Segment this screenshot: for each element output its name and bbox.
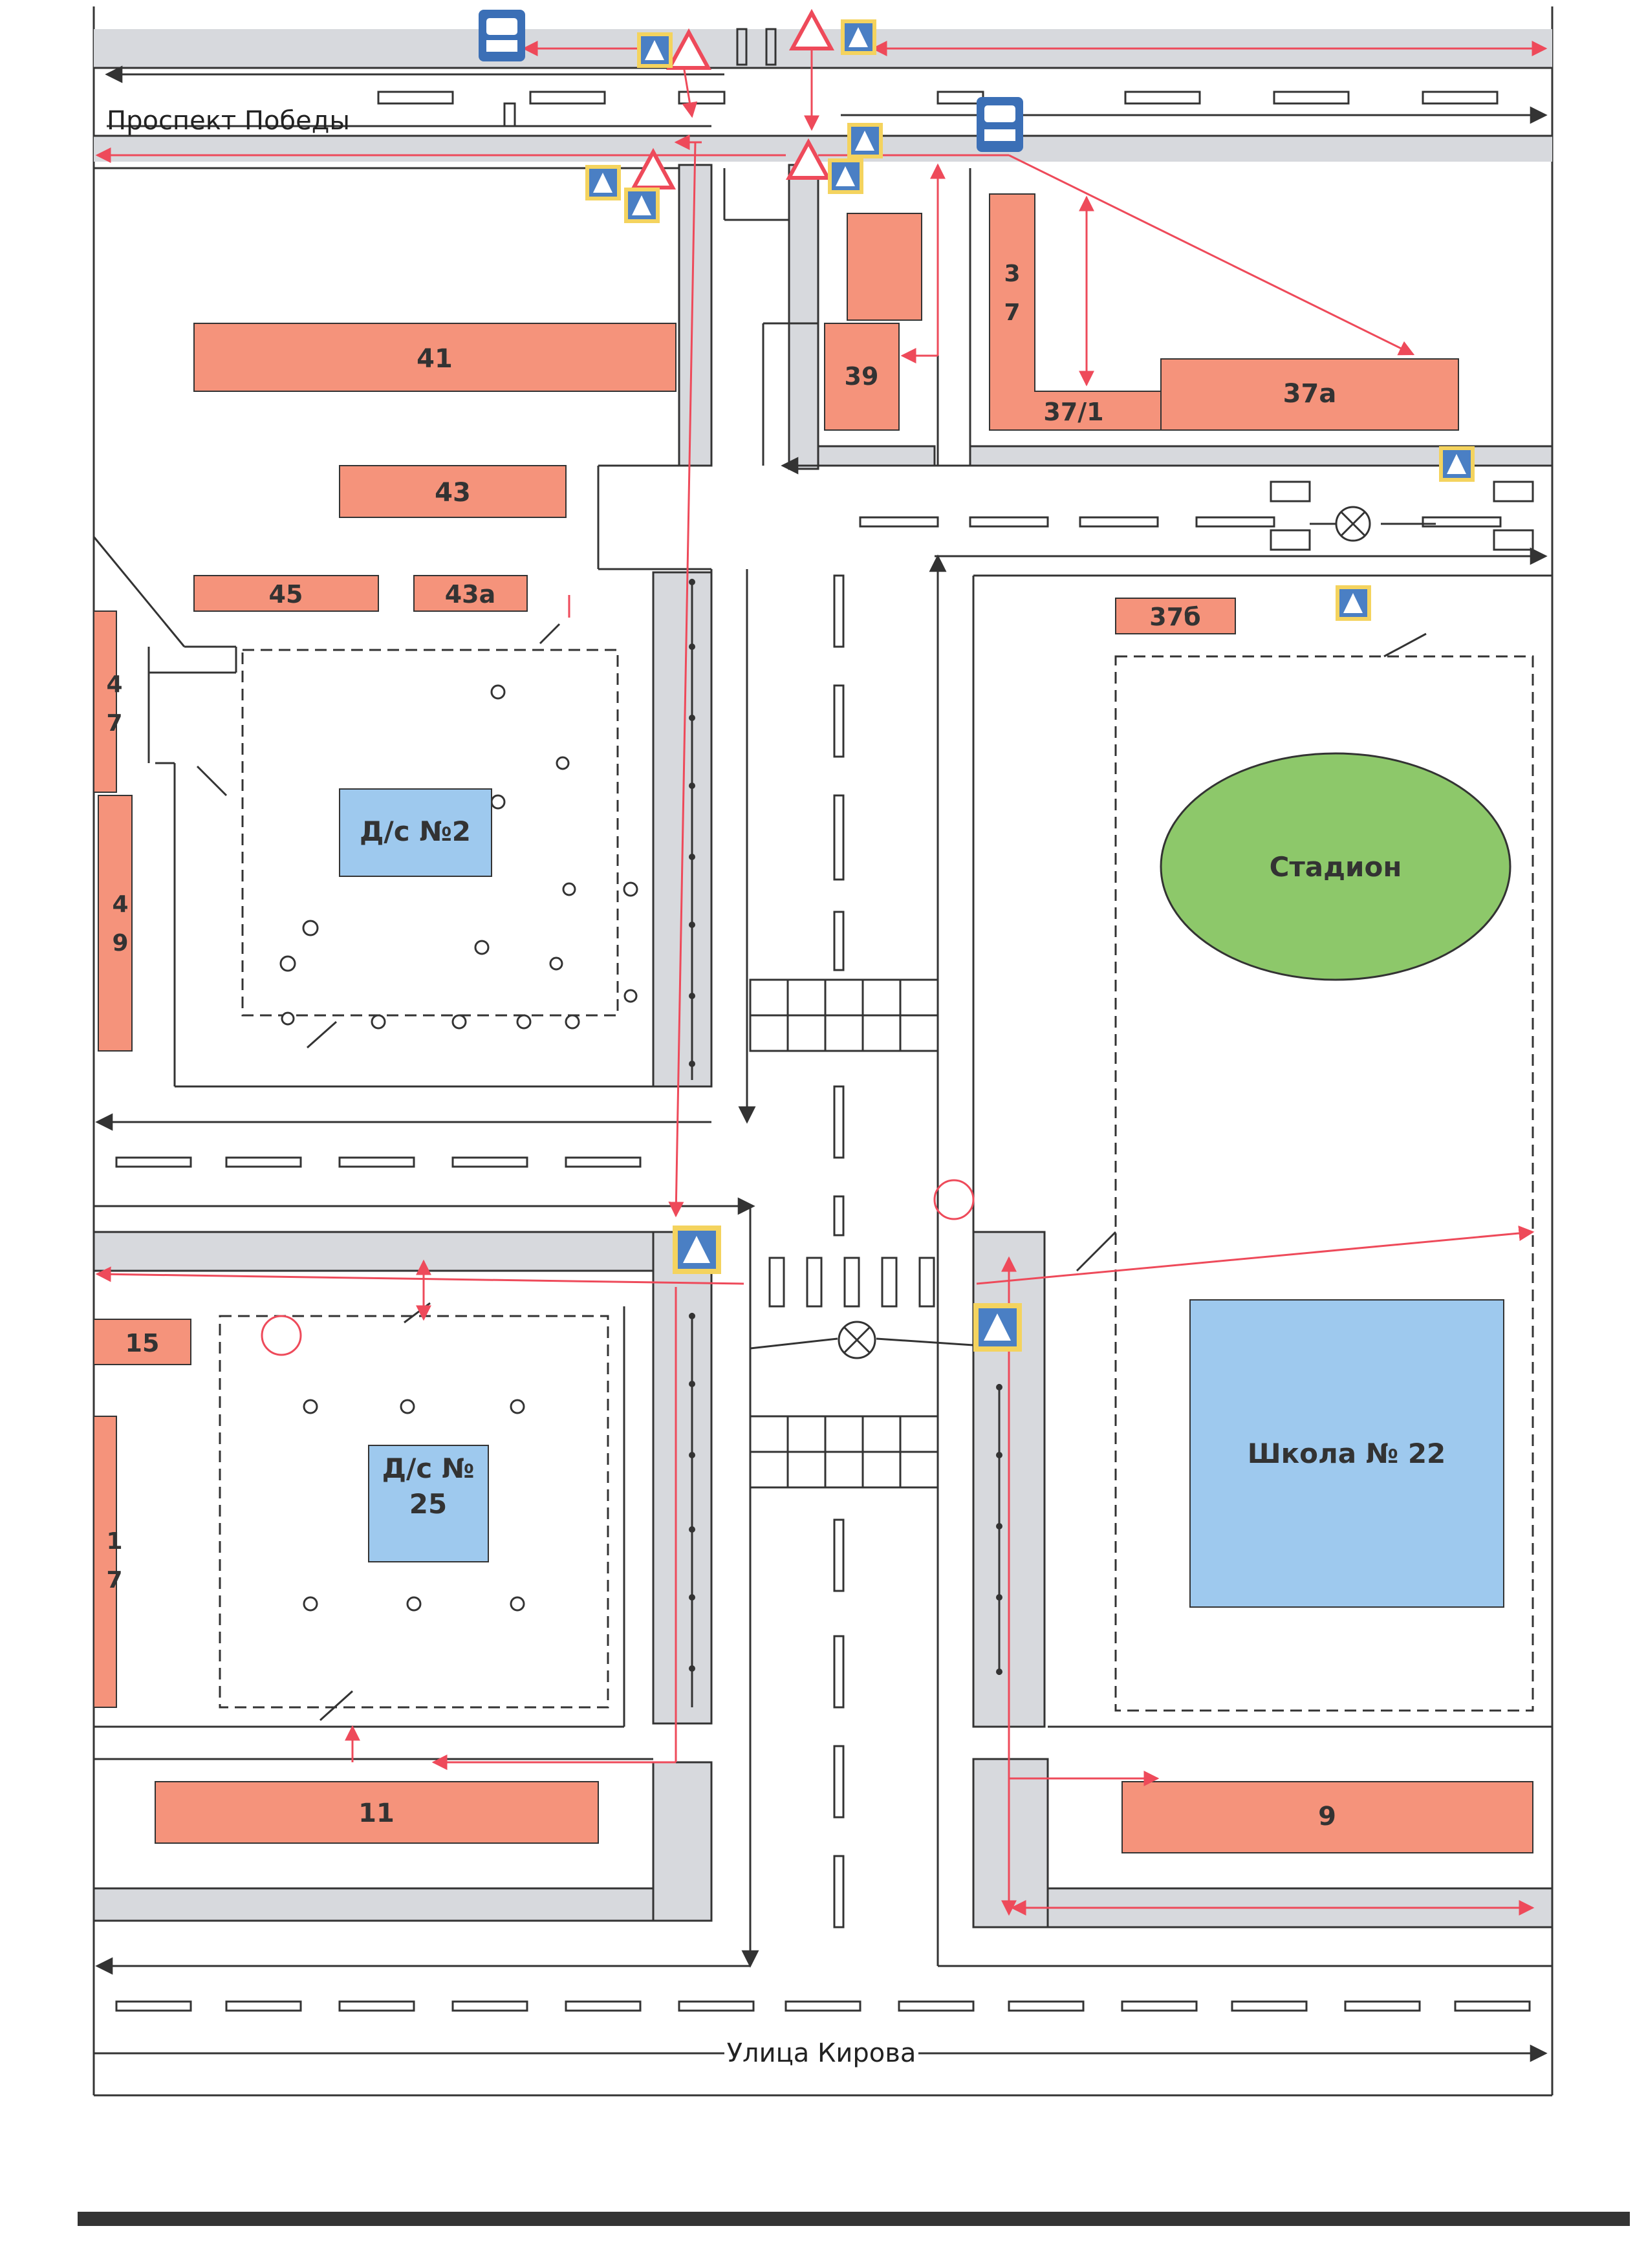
building-37-1-label: 37/1	[1043, 398, 1103, 426]
building-49-label-2: 9	[112, 930, 128, 956]
building-43a	[413, 575, 528, 612]
crosswalk-lower	[749, 1415, 939, 1489]
building-41	[193, 323, 677, 392]
kindergarten-25-label-2: 25	[409, 1488, 447, 1520]
stadium-label: Стадион	[1270, 851, 1402, 883]
building-39	[824, 323, 900, 431]
sidewalk-top-center	[788, 164, 819, 470]
kindergarten-2-fence	[241, 649, 619, 1017]
building-37-label-1: 3	[1004, 261, 1020, 287]
building-39-label: 39	[845, 362, 879, 391]
building-37b-label: 37б	[1149, 603, 1200, 631]
kindergarten-25-trees	[303, 1399, 525, 1612]
building-43-label: 43	[435, 478, 471, 508]
bus-stop-icon-2	[977, 97, 1023, 152]
sidewalk-left-lower-top	[92, 1231, 655, 1272]
building-15	[93, 1319, 191, 1365]
street-name-prospekt-pobedy: Проспект Победы	[107, 106, 350, 136]
sidewalk-top-left	[678, 164, 713, 467]
bottom-road	[94, 1720, 1552, 2062]
building-9-label: 9	[1318, 1802, 1336, 1831]
pedestrian-crossing-sign-icon	[585, 19, 1475, 1352]
building-47-label-1: 4	[106, 671, 122, 698]
safe-route-lines	[95, 39, 1548, 1916]
street-name-ulitsa-kirova: Улица Кирова	[727, 2038, 916, 2068]
school-22-label: Школа № 22	[1248, 1438, 1446, 1469]
map-frame	[92, 6, 1554, 2097]
building-9	[1121, 1781, 1533, 1853]
crosswalk-upper	[749, 978, 939, 1052]
crosswalk-middle	[750, 1257, 974, 1350]
page-bottom-border	[78, 2212, 1630, 2226]
building-11-label: 11	[358, 1798, 395, 1828]
danger-spot-marker-2	[261, 1315, 302, 1356]
building-37b	[1115, 598, 1236, 634]
building-45	[193, 575, 379, 612]
kindergarten-25-label-1: Д/с №	[382, 1453, 475, 1484]
kindergarten-2	[339, 788, 492, 877]
kindergarten-25	[368, 1445, 489, 1562]
bus-stop-icon	[479, 10, 525, 61]
upper-cross-road	[781, 457, 1552, 565]
traffic-light-icon	[1335, 506, 1371, 542]
building-41-label: 41	[417, 344, 453, 374]
kindergarten-2-trees	[279, 684, 638, 1030]
kindergarten-2-label: Д/с №2	[360, 815, 471, 847]
building-43	[339, 465, 567, 518]
building-15-label: 15	[125, 1329, 160, 1357]
school-22	[1189, 1299, 1504, 1608]
middle-cross-road	[94, 1113, 755, 1215]
building-37-label-2: 7	[1004, 299, 1020, 326]
building-49-label-1: 4	[112, 891, 128, 918]
sidewalk-left-lower	[652, 1231, 713, 1725]
center-lane-dashes	[833, 574, 845, 1928]
kindergarten-25-fence	[219, 1315, 609, 1709]
building-45-label: 45	[269, 580, 303, 609]
building-49	[98, 795, 133, 1052]
danger-spot-marker	[933, 1179, 975, 1220]
building-11	[155, 1781, 599, 1844]
building-37a-label: 37а	[1283, 379, 1337, 409]
building-17	[93, 1416, 117, 1708]
building-37a	[1160, 358, 1459, 431]
building-47	[93, 610, 117, 793]
traffic-light-icon-2	[838, 1321, 876, 1359]
building-39-upper	[847, 213, 922, 321]
building-17-label-1: 1	[106, 1528, 122, 1555]
building-43a-label: 43а	[445, 580, 496, 609]
stadium	[1160, 752, 1511, 981]
building-47-label-2: 7	[106, 710, 122, 737]
school-fence	[1114, 655, 1534, 1712]
right-block	[929, 554, 1552, 1966]
building-17-label-2: 7	[106, 1567, 122, 1593]
